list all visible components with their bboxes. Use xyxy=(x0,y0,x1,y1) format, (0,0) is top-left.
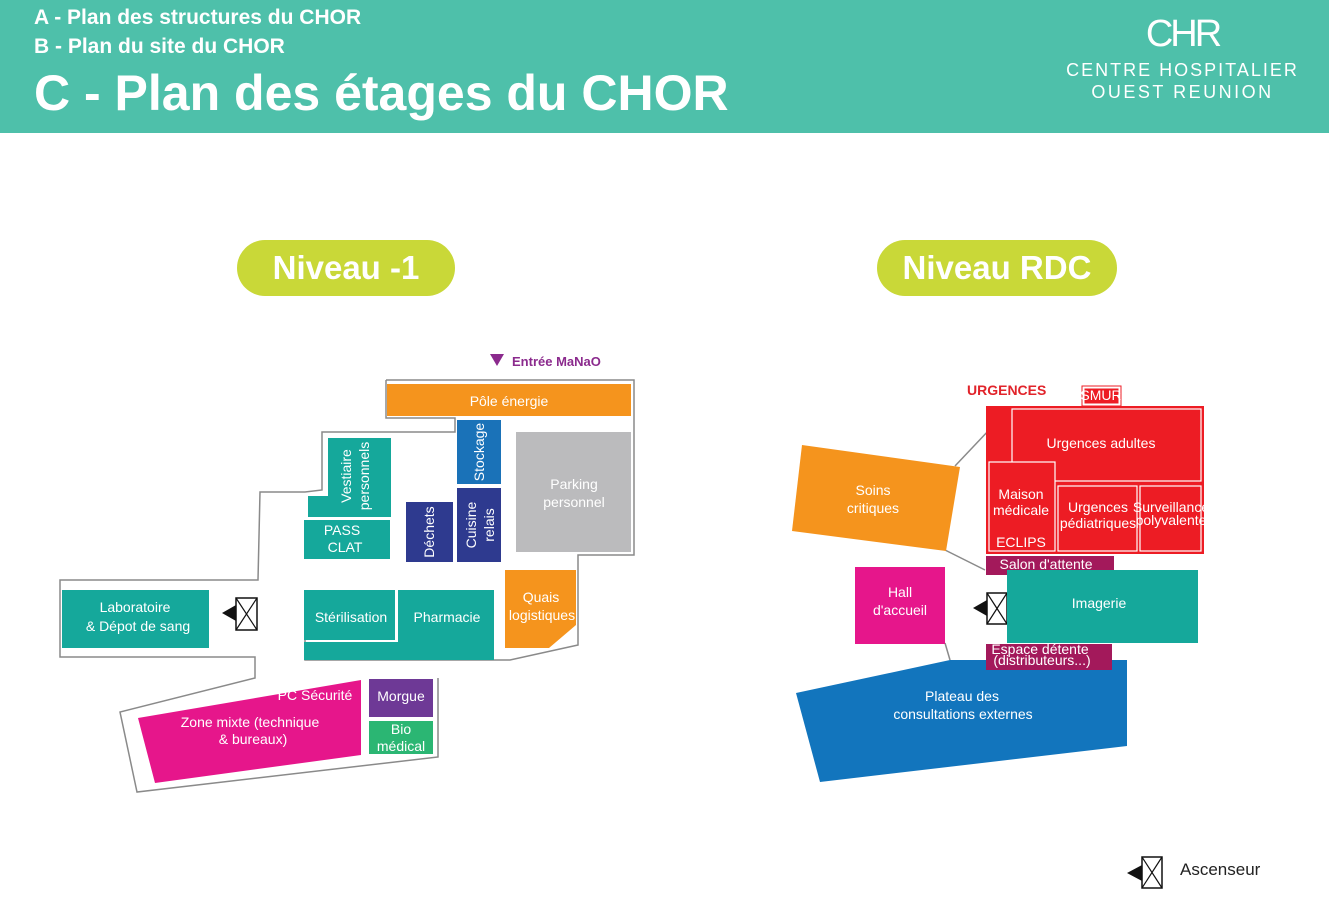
room-soins-critiques[interactable] xyxy=(792,445,960,551)
room-urg-ped-label-l1: Urgences xyxy=(1068,499,1128,515)
room-eclips-label: ECLIPS xyxy=(996,534,1046,550)
room-vestiaire-label-l1: Vestiaire xyxy=(338,449,354,503)
room-morgue[interactable] xyxy=(369,679,433,717)
room-parking-label-l1: Parking xyxy=(550,476,597,492)
outline-hall-link xyxy=(944,642,951,661)
room-surv-label-l2: polyvalente xyxy=(1136,512,1207,528)
elevator-icon xyxy=(973,592,1008,625)
room-bio-label-l2: médical xyxy=(377,738,425,754)
room-imagerie[interactable] xyxy=(1007,570,1198,643)
room-labo-label-l2: & Dépot de sang xyxy=(86,618,190,634)
plan-level-rdc: URGENCES SMUR Urgences adultes Maison mé… xyxy=(792,382,1209,782)
room-surv-label-l1: Surveillance xyxy=(1133,499,1209,515)
entry-manao-label: Entrée MaNaO xyxy=(512,354,601,369)
room-pass-label-l1: PASS xyxy=(324,522,360,538)
room-pole-energie[interactable] xyxy=(387,384,631,416)
room-imagerie-label: Imagerie xyxy=(1072,595,1127,611)
room-quais-label-l1: Quais xyxy=(523,589,560,605)
logo-text-line2: OUEST REUNION xyxy=(1091,82,1274,102)
room-espace-label-l2: (distributeurs...) xyxy=(993,652,1090,668)
room-pharmacie-label: Pharmacie xyxy=(414,609,481,625)
room-plateau-consultations[interactable] xyxy=(796,660,1127,782)
legend-ascenseur-label: Ascenseur xyxy=(1180,860,1261,879)
logo-text-line1: CENTRE HOSPITALIER xyxy=(1066,60,1299,80)
room-dechets-label: Déchets xyxy=(421,506,437,557)
room-laboratoire[interactable] xyxy=(62,590,209,648)
room-cuisine-label-l1: Cuisine xyxy=(463,501,479,548)
room-parking-personnel[interactable] xyxy=(516,432,631,552)
room-salon-label: Salon d'attente xyxy=(1000,556,1093,572)
entry-arrow-icon xyxy=(490,354,504,366)
room-maison-label-l2: médicale xyxy=(993,502,1049,518)
room-maison-label-l1: Maison xyxy=(998,486,1043,502)
room-hall-accueil[interactable] xyxy=(855,567,945,644)
room-urg-ped-label-l2: pédiatriques xyxy=(1060,515,1136,531)
logo-mark: CHR xyxy=(1145,13,1222,55)
outline-soins-link xyxy=(944,549,986,571)
room-soins-label-l2: critiques xyxy=(847,500,899,516)
room-pharmacie[interactable] xyxy=(398,590,494,660)
room-cuisine-relais[interactable] xyxy=(457,488,501,562)
nav-link-plan-structures[interactable]: A - Plan des structures du CHOR xyxy=(34,6,362,29)
building-outline-north-west xyxy=(59,380,456,793)
elevator-icon xyxy=(222,597,258,631)
room-soins-label-l1: Soins xyxy=(855,482,890,498)
room-pole-energie-label: Pôle énergie xyxy=(470,393,549,409)
room-plateau-label-l2: consultations externes xyxy=(893,706,1032,722)
plan-level-minus1: Entrée MaNaO Pôle énergie Stockage Parki… xyxy=(59,354,635,793)
room-parking-label-l2: personnel xyxy=(543,494,605,510)
room-urgences-adultes-label: Urgences adultes xyxy=(1047,435,1156,451)
room-zone-label-l2: & bureaux) xyxy=(219,731,287,747)
page-title: C - Plan des étages du CHOR xyxy=(34,65,729,121)
room-zone-mixte[interactable] xyxy=(138,680,361,783)
room-vestiaire-label-l2: personnels xyxy=(356,442,372,511)
room-bio-label-l1: Bio xyxy=(391,721,411,737)
room-dechets[interactable] xyxy=(406,502,453,562)
room-pass-label-l2: CLAT xyxy=(328,539,363,555)
room-pass-clat[interactable] xyxy=(304,520,390,559)
room-espace-label-l1: Espace détente xyxy=(991,641,1089,657)
urgences-label: URGENCES xyxy=(967,382,1046,398)
room-quais-label-l2: logistiques xyxy=(509,607,575,623)
room-urgences-pediatriques[interactable] xyxy=(1057,485,1138,552)
header-banner: A - Plan des structures du CHOR B - Plan… xyxy=(0,0,1329,133)
room-plateau-label-l1: Plateau des xyxy=(925,688,999,704)
room-espace-detente[interactable] xyxy=(986,644,1112,670)
level-minus1-title: Niveau -1 xyxy=(237,240,455,296)
room-quais-logistiques[interactable] xyxy=(505,570,576,648)
room-smur[interactable] xyxy=(1083,387,1120,405)
room-cuisine-label-l2: relais xyxy=(481,508,497,541)
room-hall-label-l1: Hall xyxy=(888,584,912,600)
room-sterilisation[interactable] xyxy=(304,590,395,640)
room-hall-label-l2: d'accueil xyxy=(873,602,927,618)
level-rdc-title: Niveau RDC xyxy=(877,240,1117,296)
room-smur-label: SMUR xyxy=(1080,387,1121,403)
room-pc-securite-label: PC Sécurité xyxy=(278,687,353,703)
room-stockage-label: Stockage xyxy=(471,423,487,482)
legend-elevator-icon xyxy=(1127,856,1163,889)
room-maison-medicale[interactable] xyxy=(988,461,1056,552)
room-stockage[interactable] xyxy=(457,420,501,484)
room-surveillance-polyvalente[interactable] xyxy=(1139,485,1202,552)
room-vestiaire-personnels[interactable] xyxy=(308,438,391,517)
room-morgue-label: Morgue xyxy=(377,688,425,704)
room-bio-medical[interactable] xyxy=(369,721,433,754)
room-zone-label-l1: Zone mixte (technique xyxy=(181,714,320,730)
room-labo-label-l1: Laboratoire xyxy=(100,599,171,615)
nav-link-plan-site[interactable]: B - Plan du site du CHOR xyxy=(34,35,285,58)
room-sterilisation-label: Stérilisation xyxy=(315,609,387,625)
chor-logo: CHR CENTRE HOSPITALIER OUEST REUNION xyxy=(1055,12,1310,104)
